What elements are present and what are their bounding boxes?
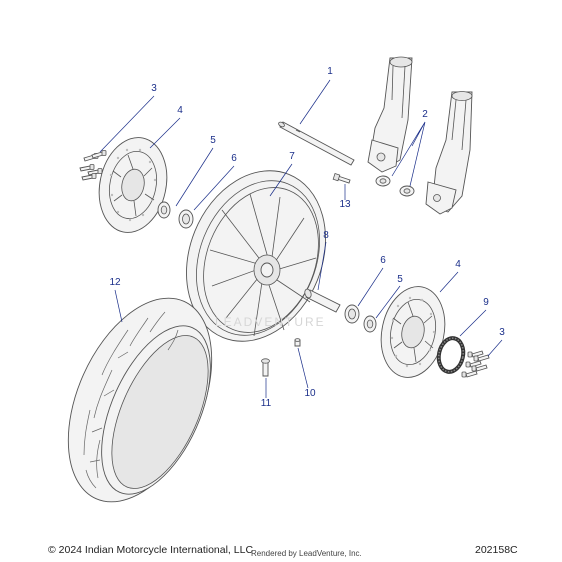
callout-12[interactable]: 12: [109, 277, 121, 288]
tire-part: [67, 297, 213, 503]
sensor-ring-part: [436, 336, 466, 374]
callout-13[interactable]: 13: [339, 199, 351, 210]
callout-7[interactable]: 7: [289, 151, 295, 162]
rotor-bolts-left-part: [79, 150, 107, 181]
rotor-bolts-right-part: [461, 350, 490, 378]
callout-10[interactable]: 10: [304, 388, 316, 399]
brake-rotor-right-part: [380, 286, 446, 378]
seal-right-part: [363, 315, 377, 333]
callout-5-left[interactable]: 5: [210, 135, 216, 146]
valve-cap-part: [294, 338, 301, 347]
spacer-sleeve-part: [304, 288, 341, 313]
callout-3-left[interactable]: 3: [151, 83, 157, 94]
callout-9[interactable]: 9: [483, 297, 489, 308]
callout-8[interactable]: 8: [323, 230, 329, 241]
callout-11[interactable]: 11: [260, 398, 272, 409]
wheel-part: [186, 170, 326, 342]
diagram-id-text: 202158C: [475, 544, 518, 556]
callout-6-left[interactable]: 6: [231, 153, 237, 164]
bearing-left-part: [178, 209, 194, 229]
seal-left-part: [157, 201, 171, 219]
valve-stem-part: [261, 358, 270, 377]
copyright-text: © 2024 Indian Motorcycle International, …: [48, 544, 254, 556]
rendered-by-text: Rendered by LeadVenture, Inc.: [251, 549, 362, 558]
leader-lines: [99, 79, 503, 398]
callout-4-left[interactable]: 4: [177, 105, 183, 116]
callout-2[interactable]: 2: [422, 109, 428, 120]
pinch-bolt-part: [332, 173, 351, 184]
bearing-right-part: [344, 304, 360, 324]
callout-4-right[interactable]: 4: [455, 259, 461, 270]
watermark-text: LEADVENTURE: [215, 315, 326, 329]
fork-legs-part: [367, 56, 473, 215]
axle-part: [278, 121, 355, 166]
callout-1[interactable]: 1: [327, 66, 333, 77]
callout-6-right[interactable]: 6: [380, 255, 386, 266]
callout-5-right[interactable]: 5: [397, 274, 403, 285]
callout-3-right[interactable]: 3: [499, 327, 505, 338]
brake-rotor-left-part: [98, 137, 168, 233]
